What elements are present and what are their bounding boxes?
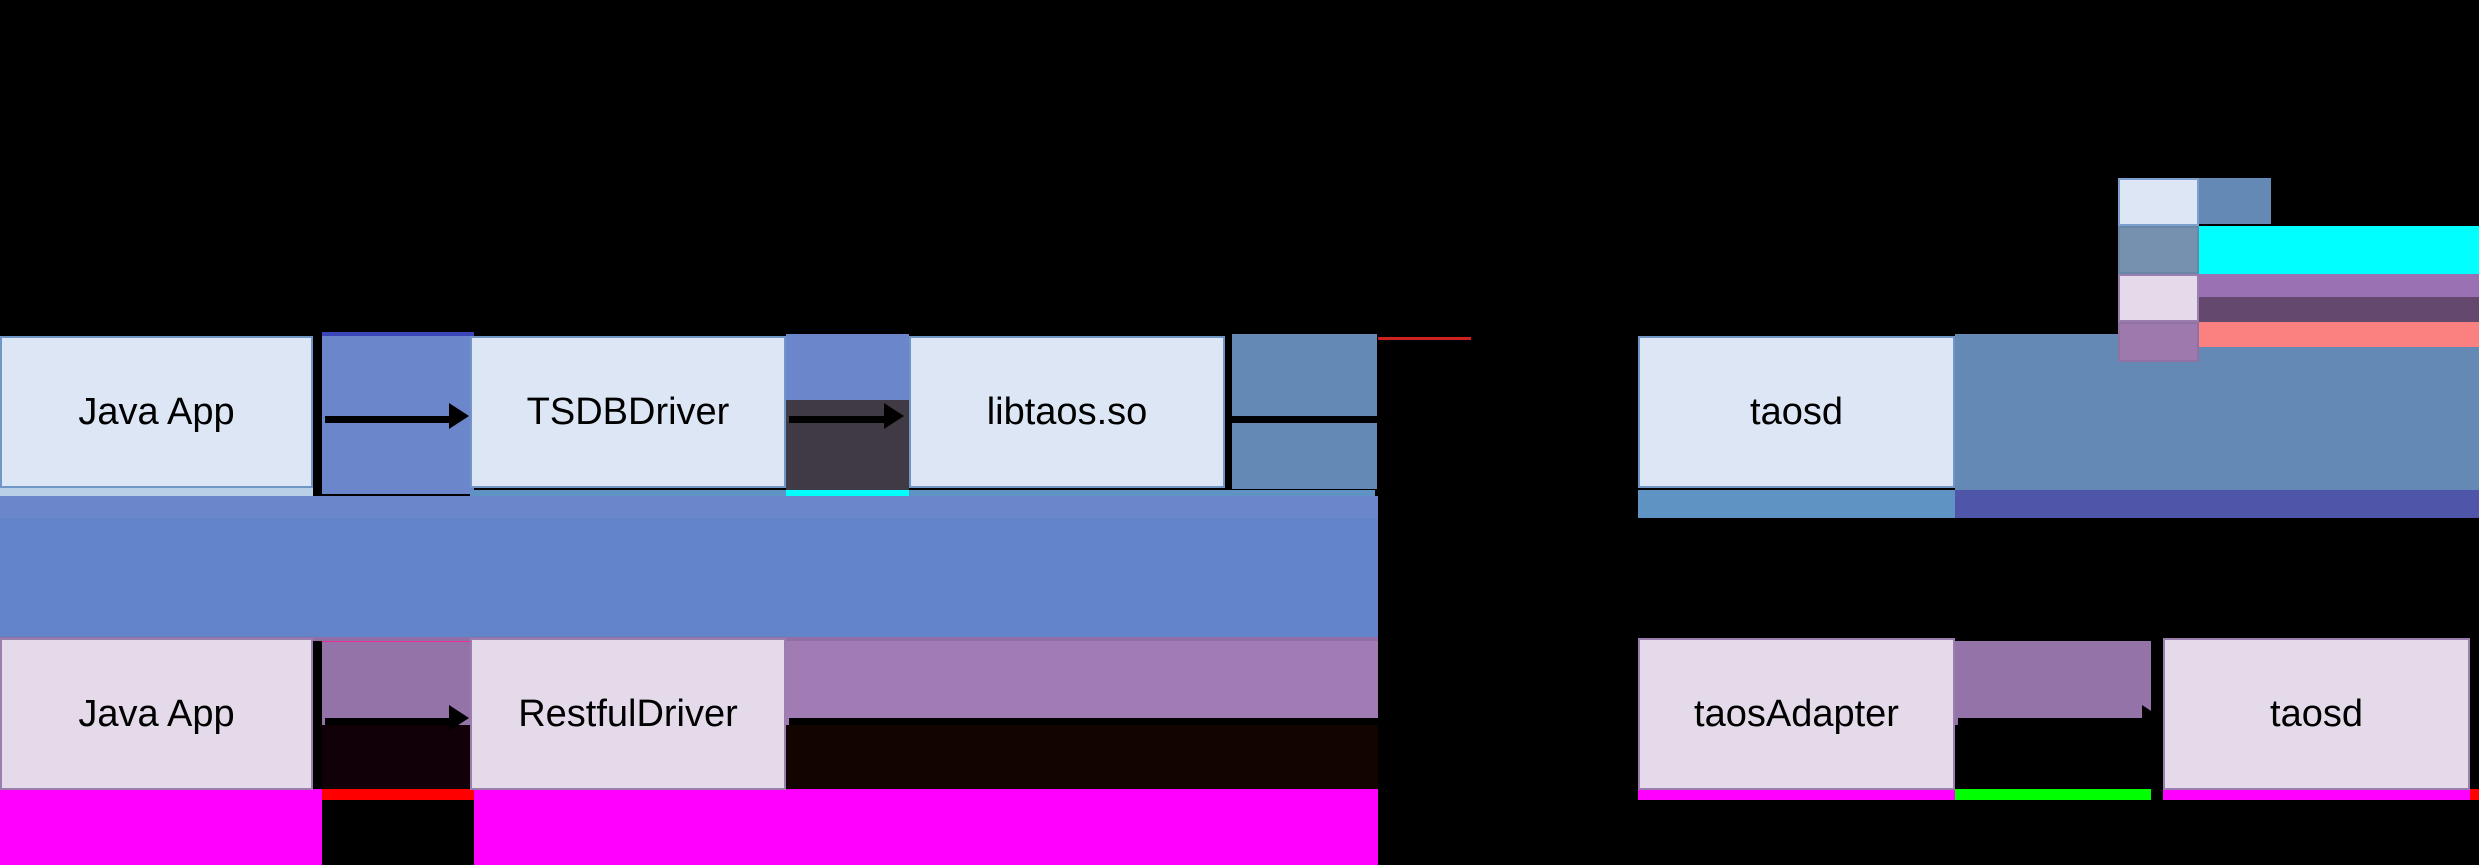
legend-swatch-3 bbox=[2118, 274, 2199, 322]
node-taosd-rest[interactable]: taosd bbox=[2163, 638, 2470, 790]
node-libtaos[interactable]: libtaos.so bbox=[909, 336, 1225, 488]
legend-band-4 bbox=[2199, 322, 2479, 347]
node-label: Java App bbox=[78, 391, 235, 433]
band-mauve-row2-mid bbox=[786, 641, 1378, 725]
band-magenta-taosadapter bbox=[1638, 789, 1955, 800]
legend-label-1 bbox=[2271, 186, 2479, 216]
node-tsdbdriver[interactable]: TSDBDriver bbox=[470, 336, 786, 488]
legend-label-4 bbox=[2271, 326, 2479, 356]
legend-band-3b bbox=[2199, 297, 2479, 322]
arrow-native-3-head bbox=[1617, 403, 1637, 429]
band-mauve-row2-right bbox=[1955, 641, 2151, 725]
arrow-native-3-line bbox=[1228, 416, 1618, 423]
band-red-hairline bbox=[1378, 337, 1471, 340]
band-steel-right bbox=[1955, 334, 2479, 491]
legend-label-2 bbox=[2271, 234, 2479, 264]
arrow-rest-1-line bbox=[325, 718, 450, 725]
band-green-under bbox=[1955, 789, 2151, 800]
band-lightblue-thin-1 bbox=[0, 488, 313, 496]
band-magenta-taosd bbox=[2163, 789, 2470, 800]
arrow-rest-2-head bbox=[1588, 705, 1608, 731]
node-java-app-rest[interactable]: Java App bbox=[0, 638, 313, 790]
band-cornflower-upper-2 bbox=[322, 332, 474, 336]
arrow-native-1-head bbox=[449, 403, 469, 429]
node-label: TSDBDriver bbox=[526, 391, 730, 433]
node-java-app-native[interactable]: Java App bbox=[0, 336, 313, 488]
legend-band-2 bbox=[2199, 226, 2479, 274]
band-steelmid-3 bbox=[1638, 490, 1955, 518]
legend-band-1 bbox=[2199, 178, 2271, 224]
band-indigo-right bbox=[1955, 490, 2479, 518]
band-darkmaroon-2 bbox=[786, 725, 1378, 789]
node-label: libtaos.so bbox=[986, 391, 1148, 433]
node-label: taosAdapter bbox=[1694, 693, 1899, 735]
node-label: Java App bbox=[78, 693, 235, 735]
band-darkmaroon-1 bbox=[322, 725, 474, 789]
legend-band-3 bbox=[2199, 274, 2479, 297]
legend-swatch-1 bbox=[2118, 178, 2199, 226]
band-steel-upper-1 bbox=[1232, 334, 1377, 489]
band-cornflower-upper bbox=[322, 334, 474, 494]
band-red-under-1 bbox=[322, 789, 474, 800]
band-red-edge-right bbox=[2470, 789, 2479, 800]
node-taosd-native[interactable]: taosd bbox=[1638, 336, 1955, 488]
node-label: taosd bbox=[2270, 693, 2363, 735]
legend-swatch-4 bbox=[2118, 322, 2199, 362]
arrow-native-2-line bbox=[789, 416, 885, 423]
node-restfuldriver[interactable]: RestfulDriver bbox=[470, 638, 786, 790]
legend-label-3 bbox=[2271, 282, 2479, 312]
legend-swatch-2 bbox=[2118, 226, 2199, 274]
arrow-native-1-line bbox=[325, 416, 450, 423]
band-cornflower-wide-overlay bbox=[0, 518, 1378, 639]
node-taosadapter[interactable]: taosAdapter bbox=[1638, 638, 1955, 790]
node-label: taosd bbox=[1750, 391, 1843, 433]
band-legend-foot bbox=[2080, 340, 2118, 362]
band-magenta-left bbox=[0, 789, 322, 865]
band-magenta-mid bbox=[474, 789, 1378, 865]
arrow-rest-1-head bbox=[449, 705, 469, 731]
node-label: RestfulDriver bbox=[518, 693, 738, 735]
arrow-rest-3-head bbox=[2142, 705, 2162, 731]
arrow-native-2-head bbox=[884, 403, 904, 429]
arrow-rest-2-line bbox=[789, 718, 1589, 725]
arrow-rest-3-line bbox=[1958, 718, 2143, 725]
band-mauve-row2-left bbox=[322, 641, 474, 725]
